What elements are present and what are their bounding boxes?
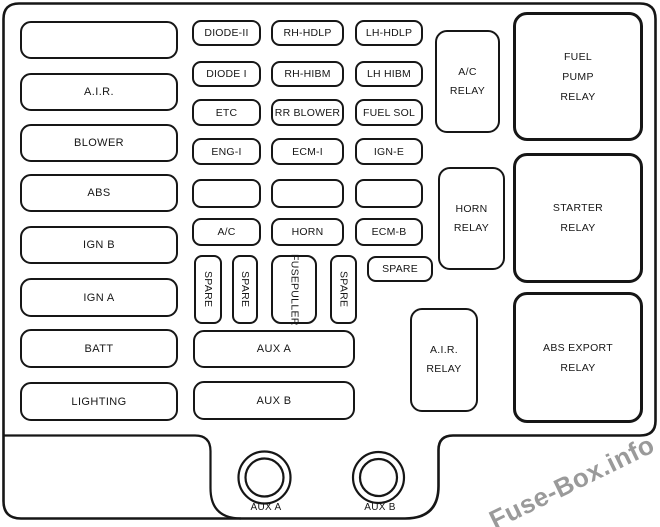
fuse-rh-hdlp: RH-HDLP [271, 20, 344, 46]
fuse-fuel-sol: FUEL SOL [355, 99, 423, 126]
fuse-blower: BLOWER [20, 124, 178, 162]
front-panel-step-line [3, 434, 242, 520]
relay-fuel-pump-line1: FUEL [563, 50, 593, 63]
relay-ac-line2: RELAY [449, 84, 486, 97]
fuse-ign-e: IGN-E [355, 138, 423, 165]
fuse-diode-i: DIODE I [192, 61, 261, 87]
fuse-ign-b: IGN B [20, 226, 178, 264]
relay-starter-line1: STARTER [552, 202, 604, 214]
fuse-rr-blower: RR BLOWER [271, 99, 344, 126]
fuse-puller-line2: PULLER [288, 282, 301, 326]
fuse-blank-top-left [20, 21, 178, 59]
fuse-ign-a: IGN A [20, 278, 178, 317]
fuse-lh-hdlp: LH-HDLP [355, 20, 423, 46]
fuse-blank-3 [355, 179, 423, 208]
fuse-puller: FUSE PULLER [271, 253, 317, 326]
fuse-diode-ii: DIODE-II [192, 20, 261, 46]
relay-abs-export: ABS EXPORT RELAY [513, 292, 643, 423]
relay-fuel-pump-line2: PUMP [562, 70, 594, 83]
relay-starter-line2: RELAY [560, 222, 596, 234]
fuse-blank-1 [192, 179, 261, 208]
relay-horn: HORN RELAY [438, 167, 505, 270]
relay-starter: STARTER RELAY [513, 153, 643, 283]
fuse-spare-1: SPARE [194, 255, 222, 324]
fuse-etc: ETC [192, 99, 261, 126]
fuse-ac: A/C [192, 218, 261, 246]
fuse-lighting: LIGHTING [20, 382, 178, 421]
fuse-abs: ABS [20, 174, 178, 212]
fuse-eng-i: ENG-I [192, 138, 261, 165]
fuse-horn: HORN [271, 218, 344, 246]
relay-air-line1: A.I.R. [429, 344, 459, 356]
relay-horn-line1: HORN [455, 202, 488, 215]
relay-abs-export-line1: ABS EXPORT [543, 341, 613, 354]
fuse-blank-2 [271, 179, 344, 208]
relay-air-line2: RELAY [426, 363, 462, 375]
fusebox-outer-outline [2, 2, 657, 520]
relay-fuel-pump-line3: RELAY [560, 90, 596, 103]
aux-b-port-label: AUX B [364, 502, 396, 513]
fuse-rh-hibm: RH-HIBM [271, 61, 344, 87]
fuse-lh-hibm: LH HIBM [355, 61, 423, 87]
fuse-spare-3: SPARE [330, 255, 357, 324]
fuse-spare-2: SPARE [232, 255, 258, 324]
relay-air: A.I.R. RELAY [410, 308, 478, 412]
relay-abs-export-line2: RELAY [560, 361, 596, 374]
fuse-aux-a: AUX A [193, 330, 355, 368]
fuse-spare-4: SPARE [367, 256, 433, 282]
relay-horn-line2: RELAY [453, 221, 490, 234]
aux-b-port-circle [351, 450, 406, 505]
relay-ac: A/C RELAY [435, 30, 500, 133]
fuse-aux-b: AUX B [193, 381, 355, 420]
fuse-ecm-i: ECM-I [271, 138, 344, 165]
relay-fuel-pump: FUEL PUMP RELAY [513, 12, 643, 141]
aux-a-port-circle [237, 450, 292, 505]
fuse-batt: BATT [20, 329, 178, 368]
fuse-puller-line1: FUSE [288, 253, 301, 283]
fuse-air: A.I.R. [20, 73, 178, 111]
fuse-ecm-b: ECM-B [355, 218, 423, 246]
aux-a-port-label: AUX A [250, 502, 282, 513]
relay-ac-line1: A/C [458, 65, 477, 78]
